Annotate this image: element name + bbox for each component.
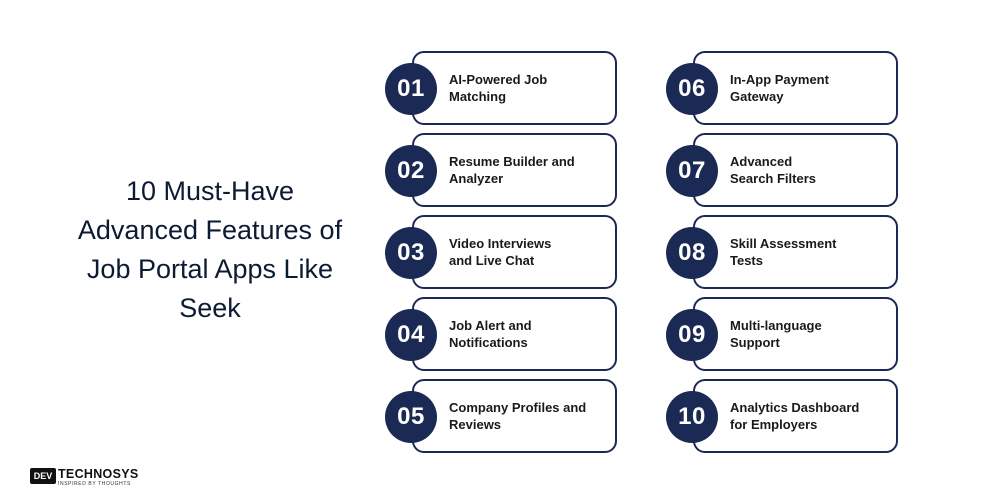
feature-card-border	[412, 133, 617, 207]
feature-card-05[interactable]: 05 Company Profiles and Reviews	[385, 379, 617, 453]
feature-label: Advanced Search Filters	[730, 154, 816, 186]
logo-mark: DEV	[30, 468, 56, 484]
feature-label: Job Alert and Notifications	[449, 318, 532, 350]
logo-name: TECHNOSYS	[58, 467, 139, 481]
feature-number-badge: 01	[385, 63, 437, 115]
feature-card-08[interactable]: 08 Skill Assessment Tests	[666, 215, 898, 289]
feature-card-border	[693, 51, 898, 125]
feature-card-06[interactable]: 06 In-App Payment Gateway	[666, 51, 898, 125]
feature-card-10[interactable]: 10 Analytics Dashboard for Employers	[666, 379, 898, 453]
brand-logo[interactable]: DEV TECHNOSYS INSPIRED BY THOUGHTS	[30, 465, 160, 489]
feature-card-02[interactable]: 02 Resume Builder and Analyzer	[385, 133, 617, 207]
feature-number-badge: 09	[666, 309, 718, 361]
feature-card-border	[412, 215, 617, 289]
feature-number-badge: 05	[385, 391, 437, 443]
feature-card-border	[693, 215, 898, 289]
feature-label: In-App Payment Gateway	[730, 72, 829, 104]
feature-card-03[interactable]: 03 Video Interviews and Live Chat	[385, 215, 617, 289]
feature-card-07[interactable]: 07 Advanced Search Filters	[666, 133, 898, 207]
feature-label: Skill Assessment Tests	[730, 236, 837, 268]
feature-number-badge: 08	[666, 227, 718, 279]
feature-label: Analytics Dashboard for Employers	[730, 400, 860, 432]
feature-label: AI-Powered Job Matching	[449, 72, 548, 104]
feature-card-04[interactable]: 04 Job Alert and Notifications	[385, 297, 617, 371]
feature-number-badge: 04	[385, 309, 437, 361]
feature-label: Multi-language Support	[730, 318, 822, 350]
feature-number-badge: 07	[666, 145, 718, 197]
feature-label: Resume Builder and Analyzer	[449, 154, 575, 186]
page-title: 10 Must-Have Advanced Features of Job Po…	[77, 176, 343, 323]
feature-number-badge: 06	[666, 63, 718, 115]
feature-number-badge: 03	[385, 227, 437, 279]
feature-number-badge: 02	[385, 145, 437, 197]
feature-label: Company Profiles and Reviews	[449, 400, 587, 432]
feature-card-09[interactable]: 09 Multi-language Support	[666, 297, 898, 371]
feature-card-01[interactable]: 01 AI-Powered Job Matching	[385, 51, 617, 125]
feature-card-border	[412, 51, 617, 125]
feature-card-border	[693, 379, 898, 453]
feature-card-border	[412, 297, 617, 371]
logo-tagline: INSPIRED BY THOUGHTS	[58, 481, 131, 487]
feature-label: Video Interviews and Live Chat	[449, 236, 552, 268]
feature-number-badge: 10	[666, 391, 718, 443]
